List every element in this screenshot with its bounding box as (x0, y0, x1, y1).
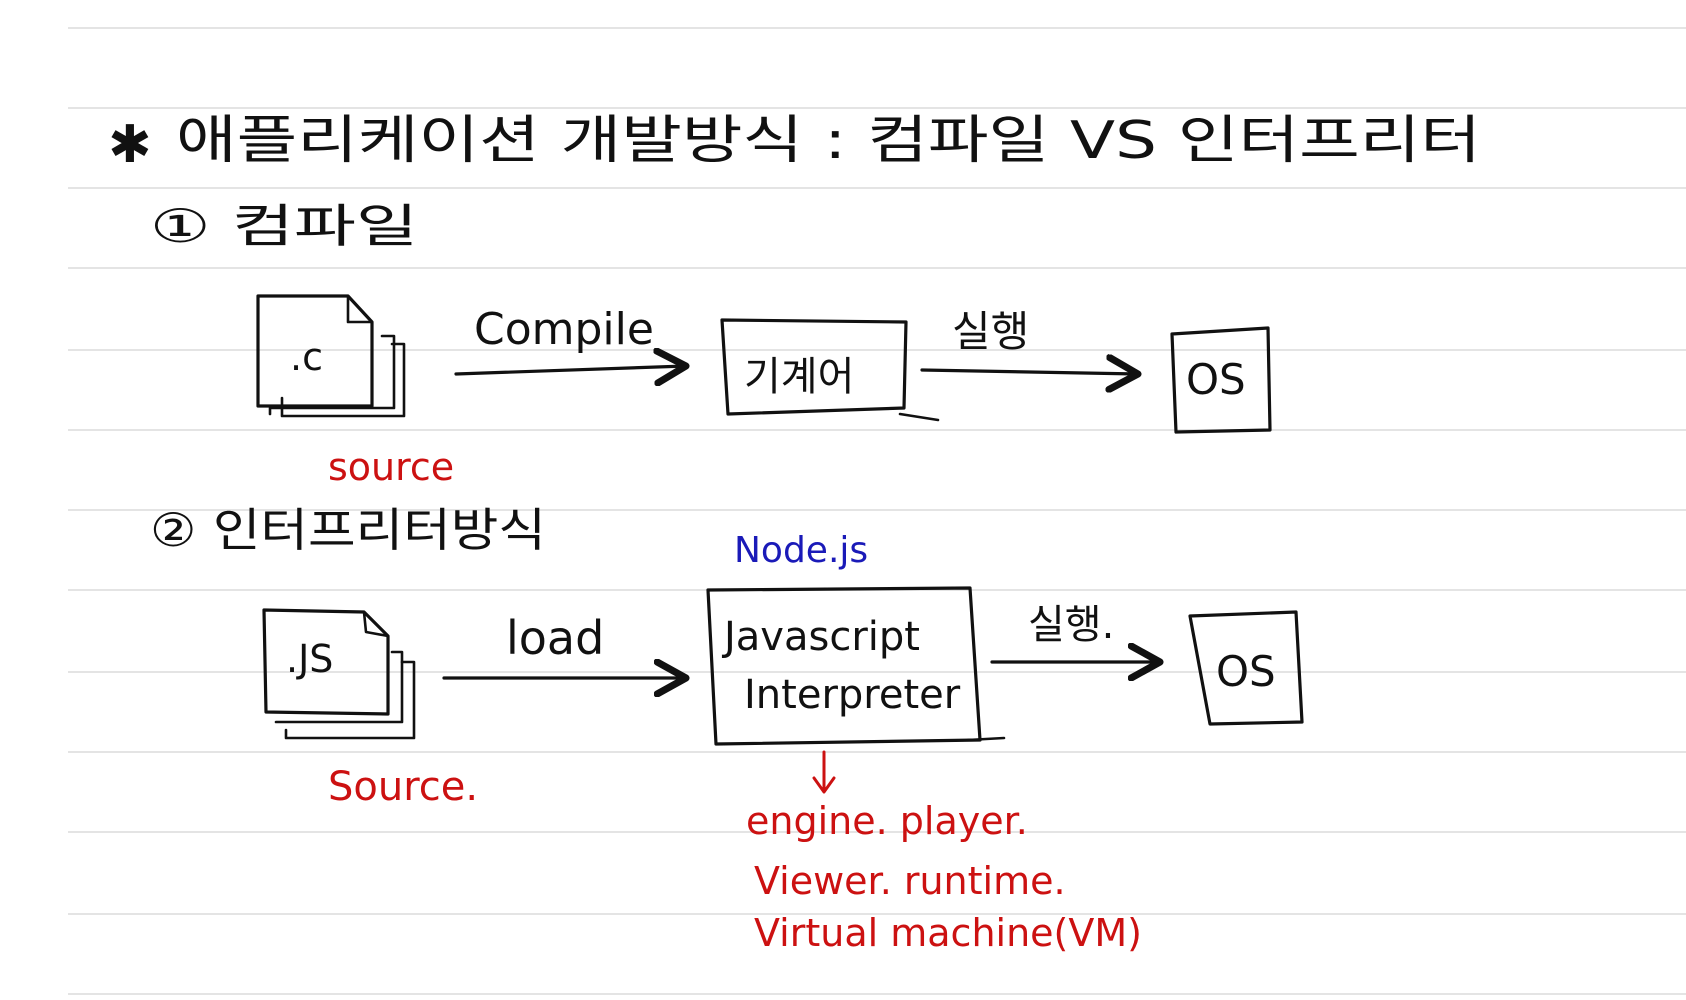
machine-code-box (720, 318, 940, 422)
js-interpreter-box (706, 586, 1006, 746)
os-box-1 (1170, 326, 1272, 434)
notebook-rules (68, 27, 1686, 995)
compile-label: Compile (474, 304, 654, 355)
c-source-file-icon (256, 294, 406, 418)
alias-line-2: Viewer. runtime. (754, 859, 1066, 903)
interpreter-alias-arrow (812, 750, 836, 794)
section2-heading: ② 인터프리터방식 (150, 503, 546, 557)
js-source-file-icon (262, 608, 416, 740)
c-file-ext: .c (290, 335, 323, 379)
nodejs-label: Node.js (734, 530, 868, 571)
section1-heading: ① 컴파일 (150, 199, 418, 253)
alias-line-1: engine. player. (746, 799, 1028, 843)
interpreter-line1: Javascript (721, 614, 920, 660)
os-label-1: OS (1186, 355, 1246, 404)
compile-arrow (454, 366, 686, 374)
machine-code-label: 기계어 (744, 354, 854, 400)
execute-arrow-1 (920, 370, 1138, 374)
os-box-2 (1188, 610, 1304, 726)
execute-label-1: 실행 (952, 307, 1029, 356)
title-star: ✱ (108, 115, 152, 175)
load-label: load (506, 611, 604, 665)
source-label-2: Source. (328, 764, 478, 810)
interpreter-line2: Interpreter (744, 672, 961, 718)
os-label-2: OS (1216, 647, 1276, 696)
alias-line-3: Virtual machine(VM) (754, 911, 1142, 955)
source-label-1: source (328, 445, 454, 489)
execute-label-2: 실행. (1028, 602, 1114, 648)
js-file-ext: .JS (286, 637, 333, 681)
page-title: 애플리케이션 개발방식 : 컴파일 VS 인터프리터 (176, 111, 1481, 171)
